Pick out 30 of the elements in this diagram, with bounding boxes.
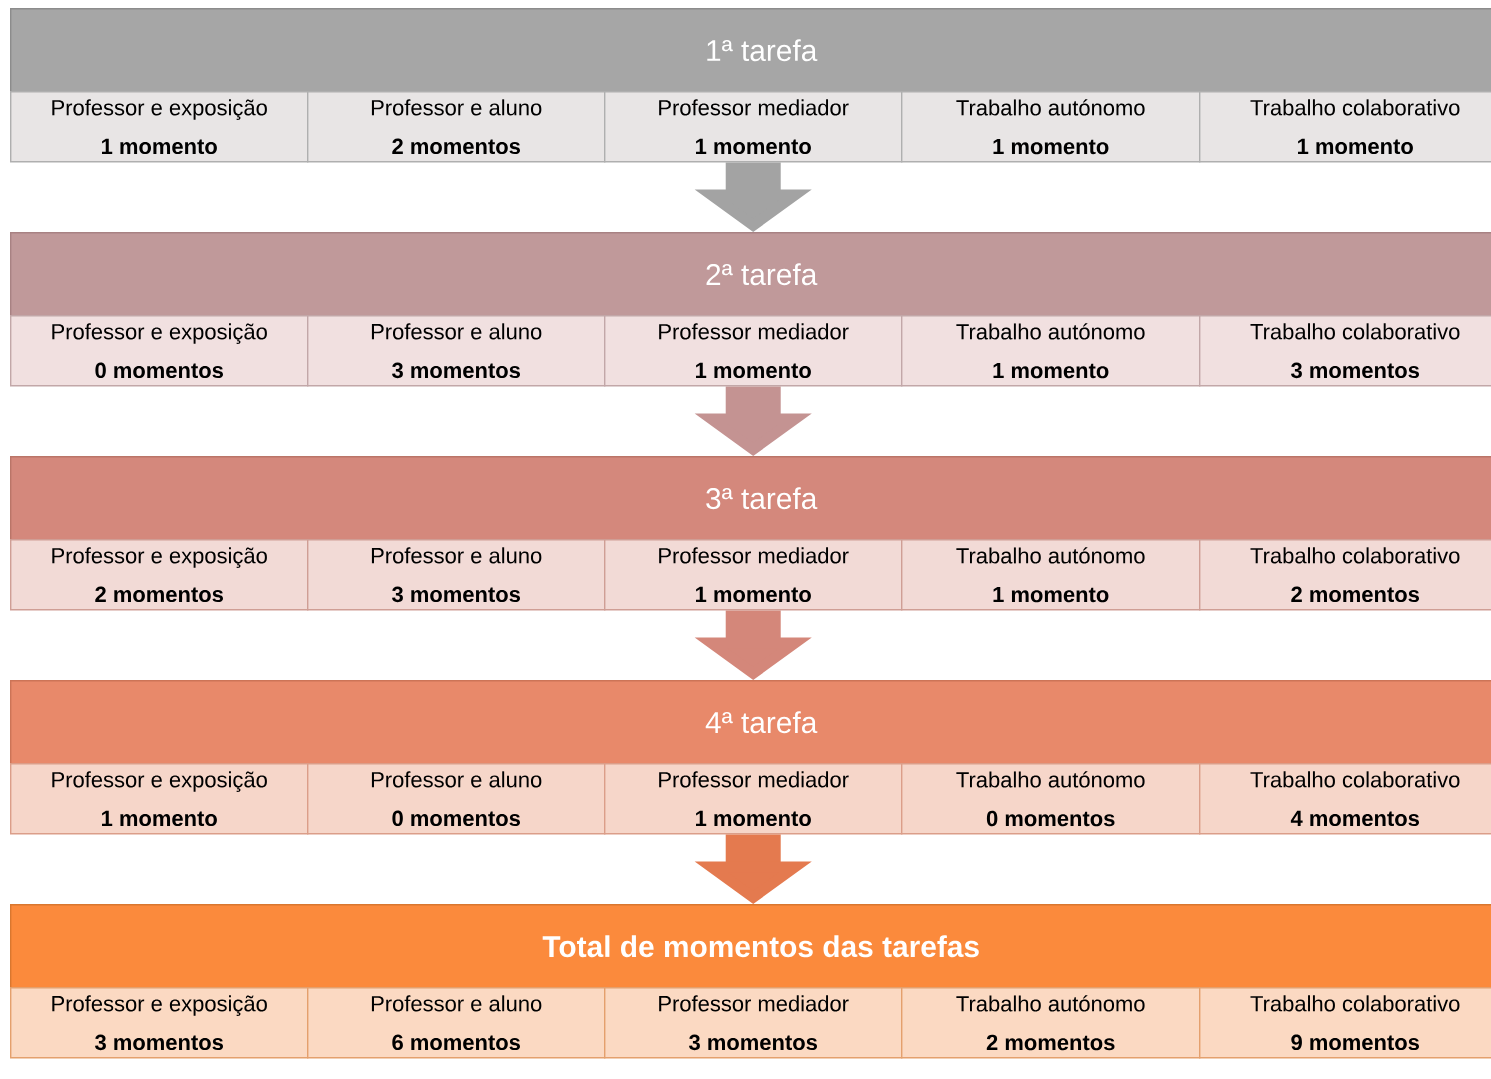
band-header: 3ª tarefa (10, 456, 1491, 541)
count-box: Trabalho colaborativo 2 momentos (1199, 539, 1491, 611)
count-box: Professor e exposição 1 momento (10, 91, 309, 163)
count-box: Trabalho autónomo 1 momento (901, 539, 1201, 611)
count-box: Professor e exposição 0 momentos (10, 315, 309, 387)
count-box: Professor e exposição 1 momento (10, 763, 309, 835)
count-box: Professor e aluno 3 momentos (307, 315, 606, 387)
count-box: Professor e aluno 3 momentos (307, 539, 606, 611)
count-box: Professor e exposição 3 momentos (10, 987, 309, 1059)
band-header: Total de momentos das tarefas (10, 904, 1491, 989)
count-box: Professor mediador 1 momento (604, 315, 903, 387)
band-header: 2ª tarefa (10, 232, 1491, 317)
count-box: Trabalho autónomo 1 momento (901, 91, 1201, 163)
count-box: Trabalho colaborativo 4 momentos (1199, 763, 1491, 835)
count-box: Trabalho autónomo 1 momento (901, 315, 1201, 387)
count-box: Trabalho autónomo 2 momentos (901, 987, 1201, 1059)
count-box: Professor mediador 1 momento (604, 539, 903, 611)
count-box: Professor mediador 1 momento (604, 763, 903, 835)
count-box: Professor mediador 1 momento (604, 91, 903, 163)
count-box: Trabalho colaborativo 9 momentos (1199, 987, 1491, 1059)
band-header: 1ª tarefa (10, 8, 1491, 93)
count-box: Professor e aluno 2 momentos (307, 91, 606, 163)
count-box: Trabalho colaborativo 1 momento (1199, 91, 1491, 163)
count-box: Trabalho autónomo 0 momentos (901, 763, 1201, 835)
count-box: Trabalho colaborativo 3 momentos (1199, 315, 1491, 387)
count-box: Professor e aluno 6 momentos (307, 987, 606, 1059)
count-box: Professor e aluno 0 momentos (307, 763, 606, 835)
count-box: Professor e exposição 2 momentos (10, 539, 309, 611)
count-box: Professor mediador 3 momentos (604, 987, 903, 1059)
band-header: 4ª tarefa (10, 680, 1491, 765)
